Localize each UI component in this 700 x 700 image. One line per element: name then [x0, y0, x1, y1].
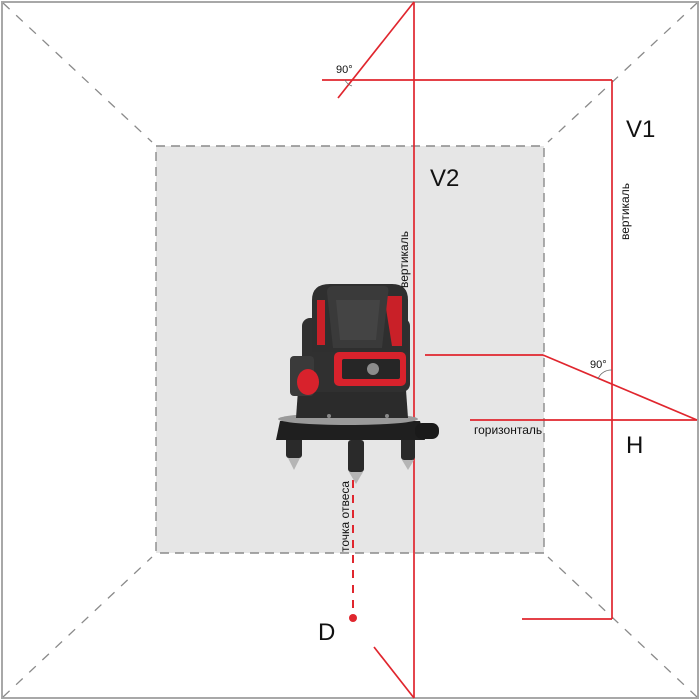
laser-level-device-icon	[276, 284, 439, 484]
label-d: D	[318, 619, 335, 646]
label-v2: V2	[430, 165, 459, 192]
label-vertical-v2: вертикаль	[397, 231, 411, 288]
angle-arc-top	[344, 79, 353, 87]
label-angle-right: 90°	[590, 359, 607, 371]
label-horizontal: горизонталь	[474, 423, 542, 437]
laser-line-h-diagonal	[542, 354, 698, 421]
label-plumb-point: точка отвеса	[338, 481, 352, 552]
label-v1: V1	[626, 116, 655, 143]
laser-line-v2-floor-diagonal	[373, 646, 415, 699]
label-h: H	[626, 432, 643, 459]
angle-arc-right	[597, 369, 613, 380]
label-angle-top: 90°	[336, 64, 353, 76]
label-vertical-v1: вертикаль	[618, 183, 632, 240]
laser-line-v2-ceiling-diagonal	[337, 1, 415, 99]
plumb-point-d	[349, 614, 357, 622]
laser-lines	[322, 1, 698, 699]
